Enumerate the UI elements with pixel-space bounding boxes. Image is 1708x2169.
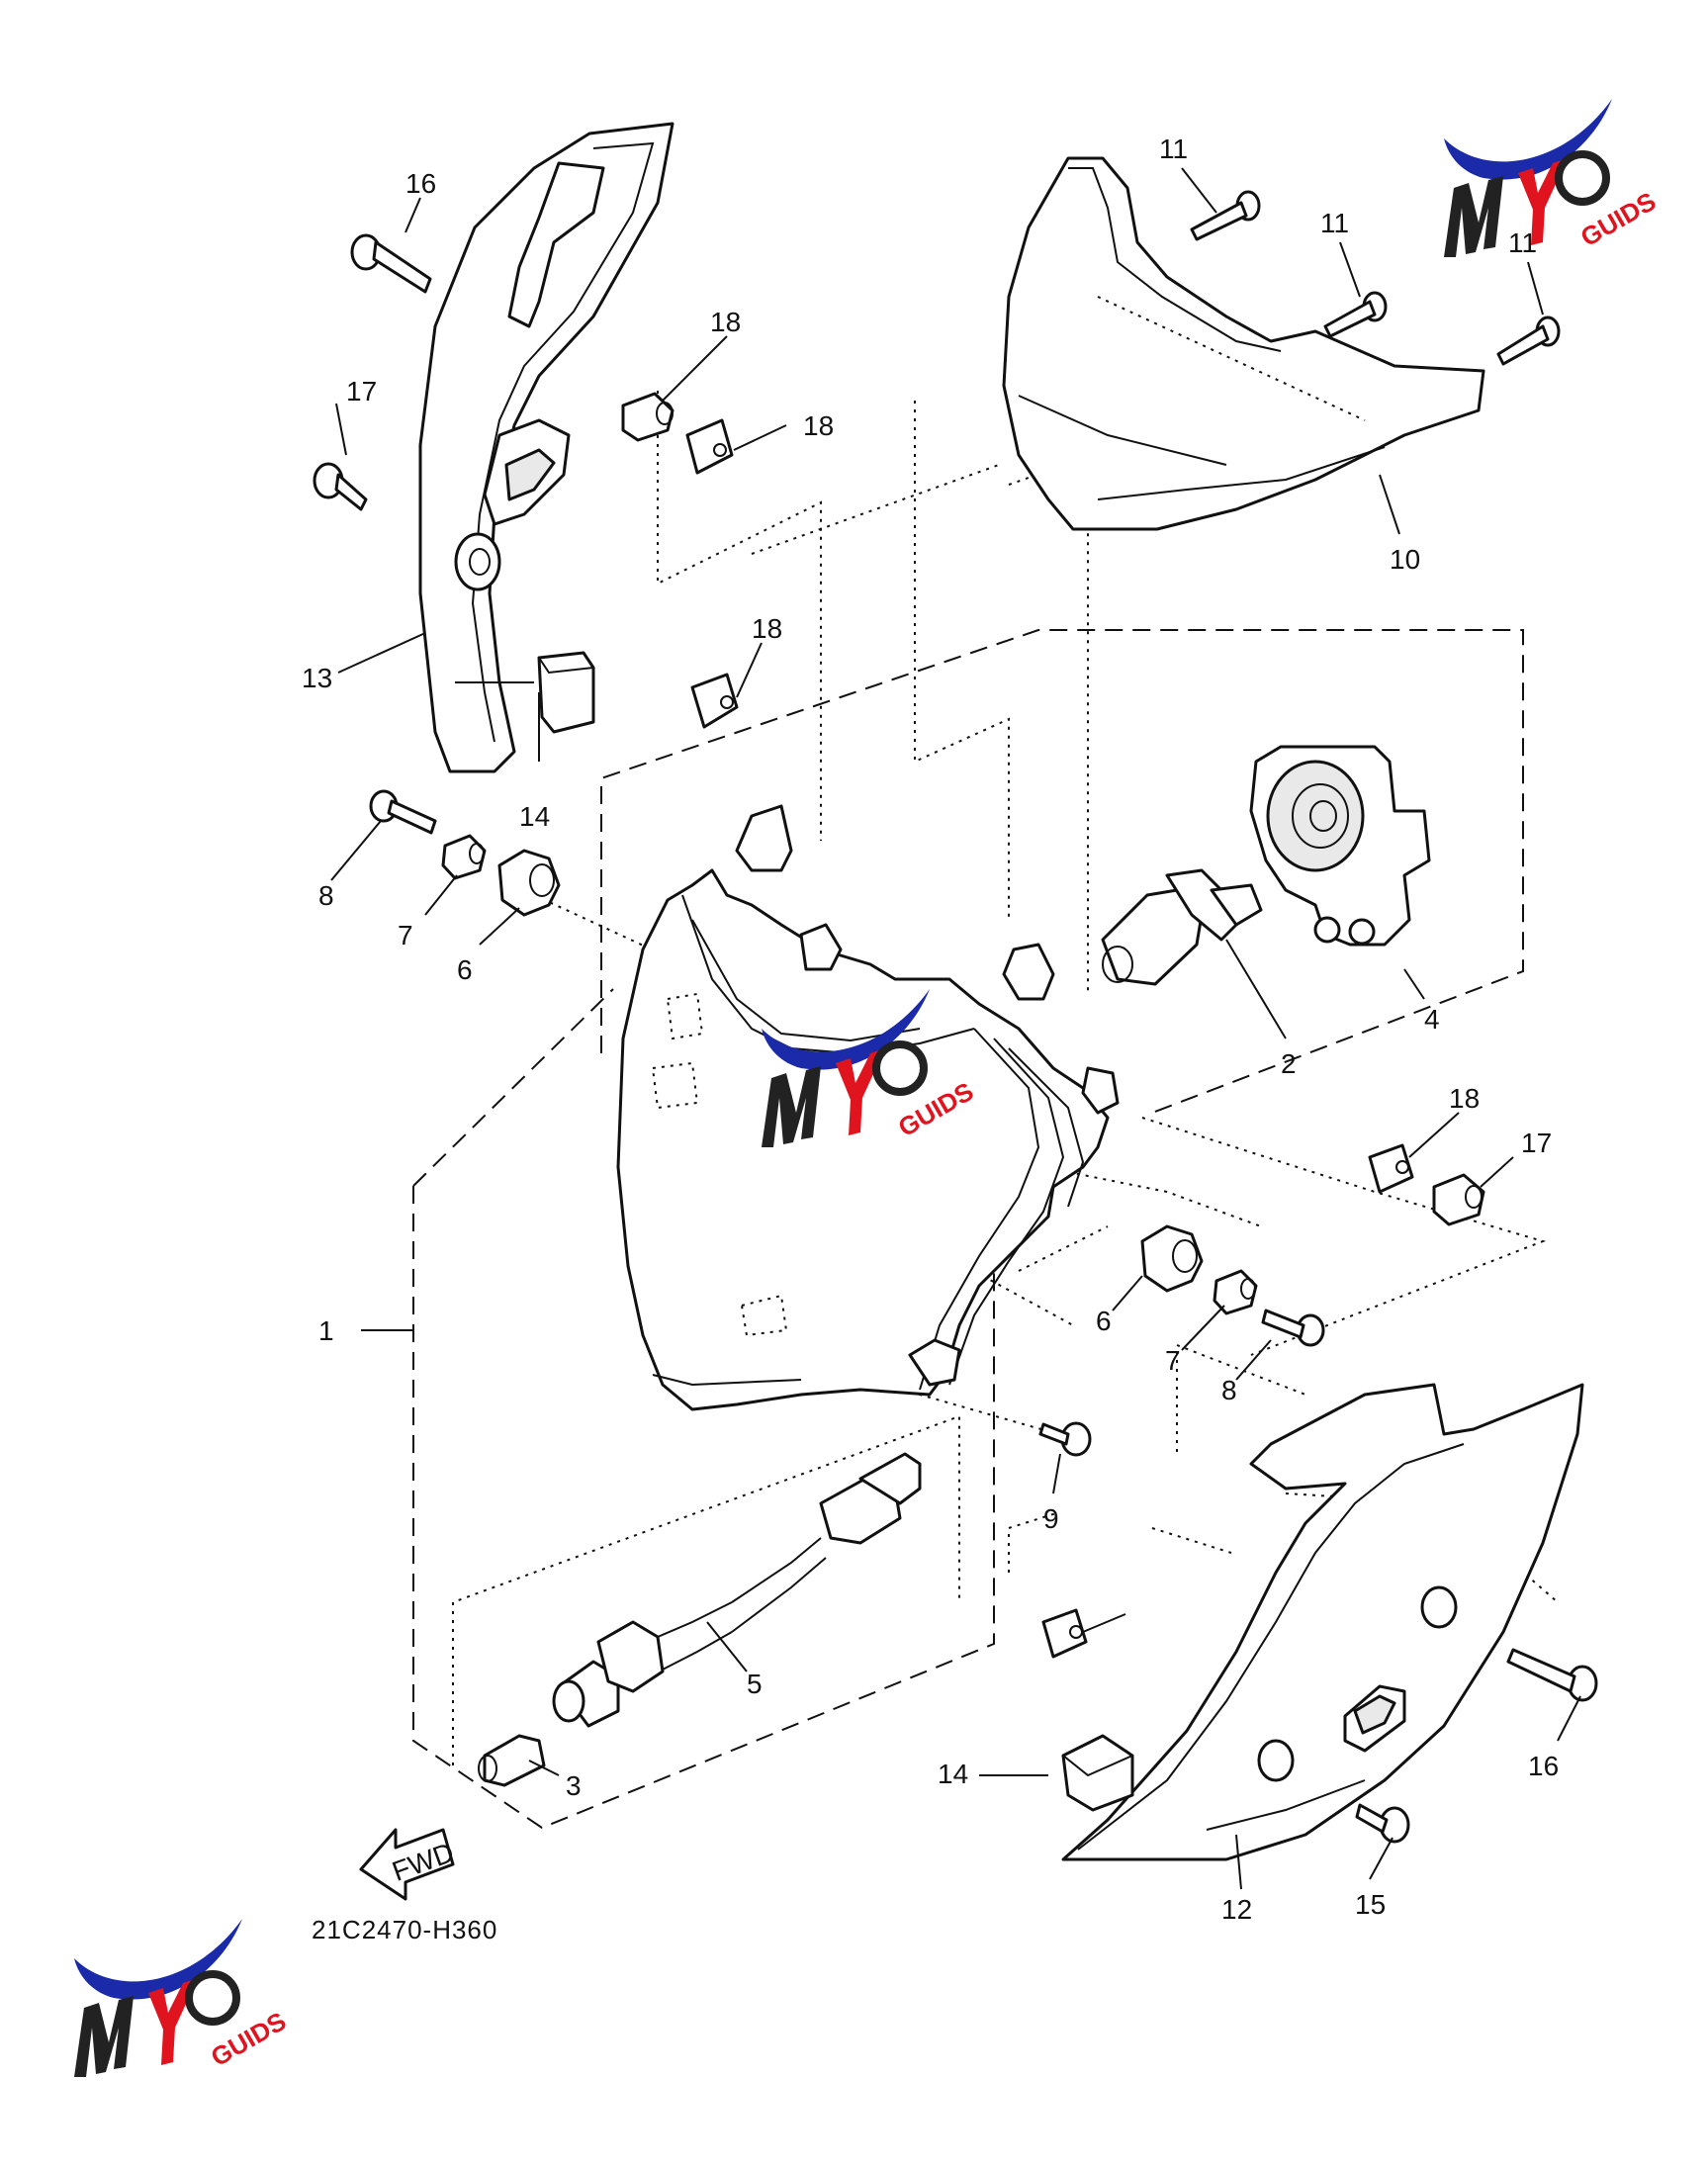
- clip-18-d: [1041, 1608, 1088, 1659]
- callout-11-a: 11: [1159, 134, 1188, 164]
- callout-15-right: 16: [1528, 1751, 1559, 1781]
- callout-9: 9: [1043, 1503, 1059, 1534]
- callout-16-left: 17: [346, 376, 377, 407]
- watermark-logo-top-right: GUIDS: [1444, 99, 1661, 257]
- damper-14-right: [1061, 1734, 1134, 1812]
- watermark-logo-bottom-left: GUIDS: [74, 1919, 291, 2077]
- front-cowl: [1002, 156, 1485, 531]
- bolt-8-left: [369, 789, 437, 835]
- callout-4: 4: [1424, 1004, 1440, 1035]
- bolt-15-left: [350, 233, 432, 294]
- fwd-arrow: FWD: [359, 1828, 458, 1901]
- grommet-6-left: [497, 849, 561, 917]
- callout-14-right: 14: [938, 1759, 968, 1789]
- callout-5: 5: [747, 1669, 763, 1699]
- clip-18-a: [685, 418, 734, 475]
- right-side-cover: [1061, 1383, 1584, 1861]
- bolt-8-right: [1261, 1309, 1325, 1347]
- socket-cord: [552, 1452, 922, 1728]
- callout-18-c: 18: [1449, 1083, 1480, 1114]
- left-side-cover: [418, 122, 674, 773]
- bolt-16-right: [1355, 1803, 1410, 1844]
- headlight-bulb: [1101, 868, 1263, 986]
- clip-18-b: [690, 673, 739, 729]
- bolt-16-left: [313, 462, 368, 511]
- collar-7-right: [1213, 1269, 1258, 1315]
- screw-11-a: [1190, 190, 1261, 241]
- callout-16-right: 15: [1355, 1889, 1386, 1920]
- collar-7-left: [441, 834, 487, 880]
- callout-7-right: 7: [1165, 1345, 1181, 1376]
- callout-8-left: 8: [318, 880, 334, 911]
- screw-11-b: [1323, 291, 1388, 338]
- callout-11-b: 11: [1320, 208, 1349, 238]
- clip-18-c: [1368, 1143, 1414, 1194]
- bolt-15-right: [1506, 1648, 1598, 1702]
- bulb-cover: [1249, 745, 1431, 947]
- callout-17-right: 17: [1521, 1128, 1552, 1158]
- callout-10: 10: [1390, 544, 1420, 575]
- headlight-assembly: [616, 804, 1120, 1411]
- callout-17-top: 18: [710, 307, 741, 337]
- diagram-code: 21C2470-H360: [312, 1915, 497, 1944]
- callout-18-a: 18: [803, 410, 834, 441]
- collar-17-top: [621, 392, 674, 442]
- screw-11-c: [1496, 316, 1561, 366]
- callout-13: 13: [302, 663, 332, 693]
- callout-8-right: 8: [1221, 1375, 1237, 1405]
- callout-6-right: 6: [1096, 1306, 1112, 1336]
- callout-2: 2: [1281, 1048, 1297, 1079]
- callout-15-left: 16: [405, 168, 436, 199]
- screw-9: [1038, 1421, 1092, 1457]
- callout-18-b: 18: [752, 613, 782, 644]
- callout-14-left: 14: [519, 801, 550, 832]
- leader-lines: [330, 167, 1581, 1890]
- watermark-text-bottom: GUIDS: [206, 2006, 291, 2072]
- grommet-6-right: [1140, 1224, 1204, 1293]
- damper-14-left: [537, 651, 595, 734]
- position-bulb: [478, 1734, 546, 1787]
- callout-labels: 16 17 18 18 18 13 14 8 7 6 11 11 11 10 4…: [302, 134, 1559, 1925]
- callout-6-left: 6: [457, 954, 473, 985]
- callout-3: 3: [566, 1770, 582, 1801]
- callout-7-left: 7: [398, 920, 413, 950]
- callout-12: 12: [1221, 1894, 1252, 1925]
- callout-1: 1: [318, 1315, 334, 1346]
- collar-17-right: [1432, 1173, 1485, 1226]
- watermark-text: GUIDS: [1575, 186, 1661, 252]
